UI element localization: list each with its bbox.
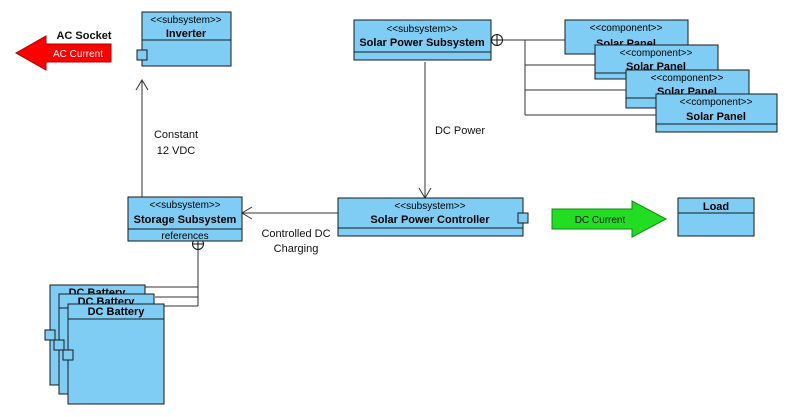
solar-panel-stereotype: <<component>> — [680, 97, 753, 108]
inverter-stereotype: <<subsystem>> — [150, 15, 221, 26]
inverter-box[interactable]: <<subsystem>> Inverter — [136, 11, 232, 67]
solar-panel-stereotype: <<component>> — [651, 73, 724, 84]
battery-name: DC Battery — [88, 306, 146, 318]
storage-stereotype: <<subsystem>> — [149, 200, 220, 211]
constant-label-line2: 12 VDC — [157, 145, 196, 157]
solar-panel-stereotype: <<component>> — [590, 23, 663, 34]
solar-subsystem-name: Solar Power Subsystem — [359, 37, 485, 49]
battery-port[interactable] — [62, 349, 74, 361]
battery-port[interactable] — [53, 339, 65, 351]
connectors — [135, 39, 656, 307]
controlled-label-line1: Controlled DC — [261, 228, 330, 240]
solar-subsystem-stereotype: <<subsystem>> — [386, 24, 457, 35]
solar-subsystem-box[interactable]: <<subsystem>> Solar Power Subsystem — [353, 19, 492, 61]
storage-name: Storage Subsystem — [134, 214, 237, 226]
ac-socket-label: AC Socket — [56, 30, 111, 42]
dc-current-label: DC Current — [575, 215, 626, 226]
solar-containment-icon — [491, 34, 503, 46]
controller-port[interactable] — [517, 212, 529, 224]
controller-stereotype: <<subsystem>> — [394, 201, 465, 212]
solar-panel-4[interactable]: <<component>> Solar Panel — [655, 93, 778, 133]
ac-current-label: AC Current — [53, 49, 103, 60]
solar-panel-name: Solar Panel — [686, 111, 746, 123]
dc-battery-3[interactable]: DC Battery — [62, 303, 165, 405]
controlled-label-line2: Charging — [274, 243, 319, 255]
inverter-name: Inverter — [166, 28, 207, 40]
dc-power-label: DC Power — [435, 125, 485, 137]
battery-port[interactable] — [44, 329, 56, 341]
controller-box[interactable]: <<subsystem>> Solar Power Controller — [337, 197, 529, 237]
load-name: Load — [703, 201, 729, 213]
ac-current-arrow: AC Current — [14, 35, 112, 71]
constant-label-line1: Constant — [154, 129, 198, 141]
dc-current-arrow: DC Current — [551, 200, 668, 238]
storage-footer: references — [161, 231, 208, 242]
controller-name: Solar Power Controller — [370, 214, 490, 226]
storage-to-inverter-arrowhead — [135, 79, 149, 91]
load-box[interactable]: Load — [677, 197, 755, 237]
solar-panel-stereotype: <<component>> — [620, 48, 693, 59]
inverter-port[interactable] — [136, 49, 148, 61]
storage-subsystem-box[interactable]: <<subsystem>> Storage Subsystem referenc… — [127, 196, 243, 242]
